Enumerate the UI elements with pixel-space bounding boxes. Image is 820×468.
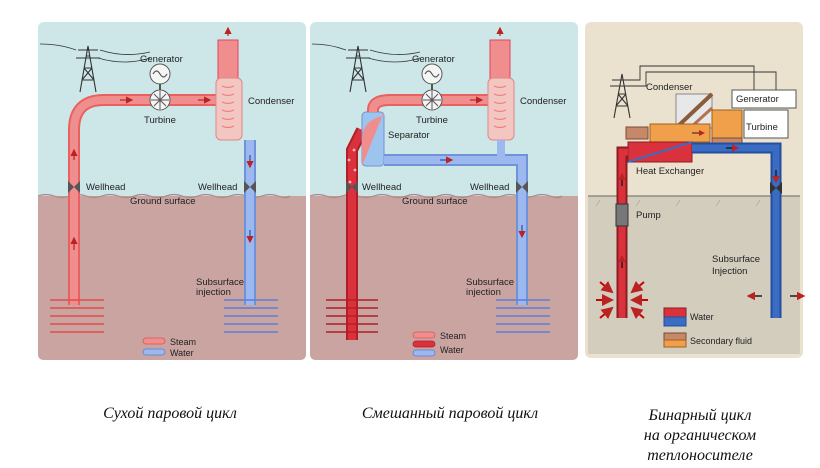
legend-water-swatch: [663, 316, 687, 327]
pump-icon: [615, 203, 629, 227]
legend-hot-water-swatch: [412, 340, 436, 348]
caption-binary-line3: теплоносителе: [647, 447, 753, 464]
label-heat-exchanger: Heat Exchanger: [636, 166, 704, 177]
injection-zone: [224, 299, 278, 333]
label-condenser: Condenser: [520, 96, 566, 107]
power-tower-icon: [39, 43, 151, 93]
legend-water-swatch: [142, 348, 166, 356]
label-ground-surface: Ground surface: [402, 196, 467, 207]
legend-steam-label: Steam: [170, 337, 196, 347]
caption-binary-line2: на органическом: [643, 427, 757, 444]
label-generator: Generator: [412, 54, 455, 65]
label-separator: Separator: [388, 130, 430, 141]
label-condenser: Condenser: [248, 96, 294, 107]
label-injection: injection: [466, 287, 501, 298]
legend-hot-water-swatch: [663, 307, 687, 318]
label-generator: Generator: [140, 54, 183, 65]
label-wellhead-right: Wellhead: [470, 182, 509, 193]
caption-dry-steam: Сухой паровой цикл: [103, 405, 237, 422]
label-subsurface: Subsurface: [712, 254, 760, 265]
turbine-icon: [743, 109, 789, 139]
wellhead-left-icon: [68, 181, 80, 193]
production-zone: [50, 299, 104, 333]
heat-source-arrows: [596, 280, 648, 320]
label-generator: Generator: [736, 94, 779, 105]
label-wellhead-right: Wellhead: [198, 182, 237, 193]
label-turbine: Turbine: [746, 122, 778, 133]
wellhead-right-icon: [244, 181, 256, 193]
injection-zone: [496, 299, 550, 333]
label-injection: injection: [196, 287, 231, 298]
legend-water-label: Water: [690, 312, 714, 322]
legend-secondary-label: Secondary fluid: [690, 336, 752, 346]
label-turbine: Turbine: [144, 115, 176, 126]
production-zone: [326, 299, 378, 333]
legend-water-label: Water: [440, 345, 464, 355]
flash-steam-panel: Generator Turbine Condenser Separator We…: [309, 22, 578, 360]
wellhead-right-icon: [516, 181, 528, 193]
label-ground-surface: Ground surface: [130, 196, 195, 207]
caption-flash-steam: Смешанный паровой цикл: [361, 405, 539, 422]
label-turbine: Turbine: [416, 115, 448, 126]
label-subsurface: Subsurface: [466, 277, 514, 288]
wellhead-icon: [770, 182, 782, 194]
label-injection: Injection: [712, 266, 747, 277]
legend-secondary-swatch-1: [663, 332, 687, 341]
caption-binary-line1: Бинарный цикл: [648, 407, 752, 424]
label-wellhead-left: Wellhead: [362, 182, 401, 193]
label-wellhead-left: Wellhead: [86, 182, 125, 193]
generator-icon: [731, 89, 797, 109]
legend-steam-swatch: [142, 337, 166, 345]
legend-steam-swatch: [412, 331, 436, 339]
legend-water-label: Water: [170, 348, 194, 358]
dry-ground: [38, 196, 306, 360]
label-subsurface: Subsurface: [196, 277, 244, 288]
power-tower-icon: [610, 65, 777, 119]
legend-steam-label: Steam: [440, 331, 466, 341]
legend-water-swatch: [412, 349, 436, 357]
label-condenser: Condenser: [646, 82, 692, 93]
label-pump: Pump: [636, 210, 661, 221]
power-tower-icon: [311, 43, 421, 93]
legend-secondary-swatch-2: [663, 339, 687, 348]
flash-ground: [310, 196, 578, 360]
wellhead-left-icon: [346, 181, 358, 193]
binary-cycle-panel: Condenser Generator Turbine Heat Exchang…: [585, 22, 806, 358]
dry-steam-panel: Generator Turbine Condenser Wellhead Wel…: [37, 22, 306, 360]
condenser-icon: [215, 77, 243, 141]
